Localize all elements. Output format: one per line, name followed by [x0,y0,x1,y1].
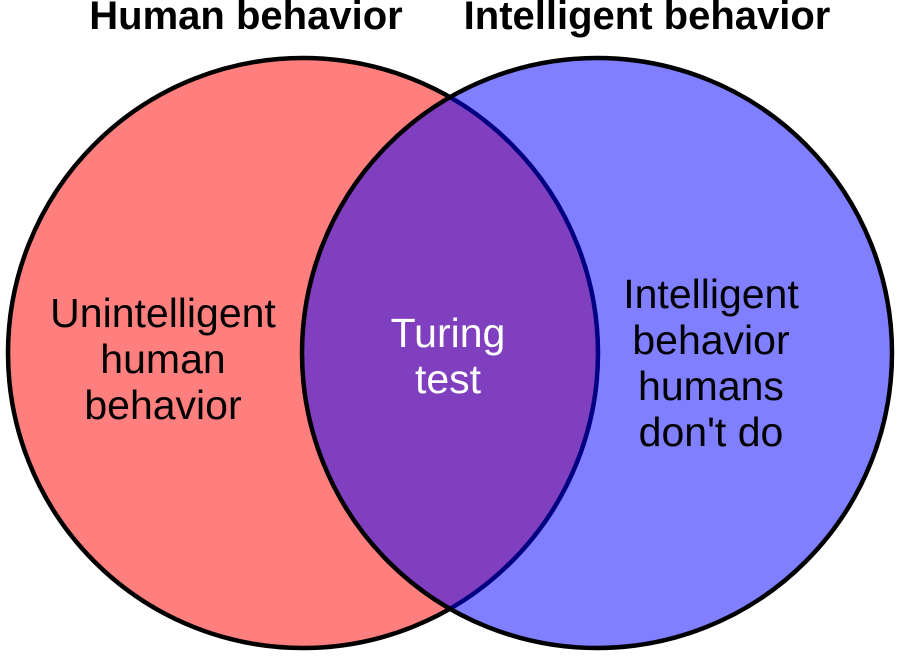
intelligent-behavior-circle [299,55,895,651]
overlap-region-label-line: test [414,356,482,402]
overlap-region-label: Turing test [391,310,506,402]
right-region-label-line: Intelligent [623,271,799,317]
left-circle-title: Human behavior [89,0,403,38]
overlap-region-label-line: Turing [390,310,506,356]
right-region-label-line: don't do [638,409,784,455]
left-region-label: Unintelligent human behavior [50,290,276,428]
left-region-label-line: Unintelligent [50,290,276,336]
right-region-label-line: humans [638,363,784,409]
right-region-label-line: behavior [632,317,790,363]
right-circle-title: Intelligent behavior [463,0,831,38]
left-region-label-line: behavior [84,382,242,428]
right-region-label: Intelligent behavior humans don't do [623,271,799,455]
left-region-label-line: human [100,336,226,382]
